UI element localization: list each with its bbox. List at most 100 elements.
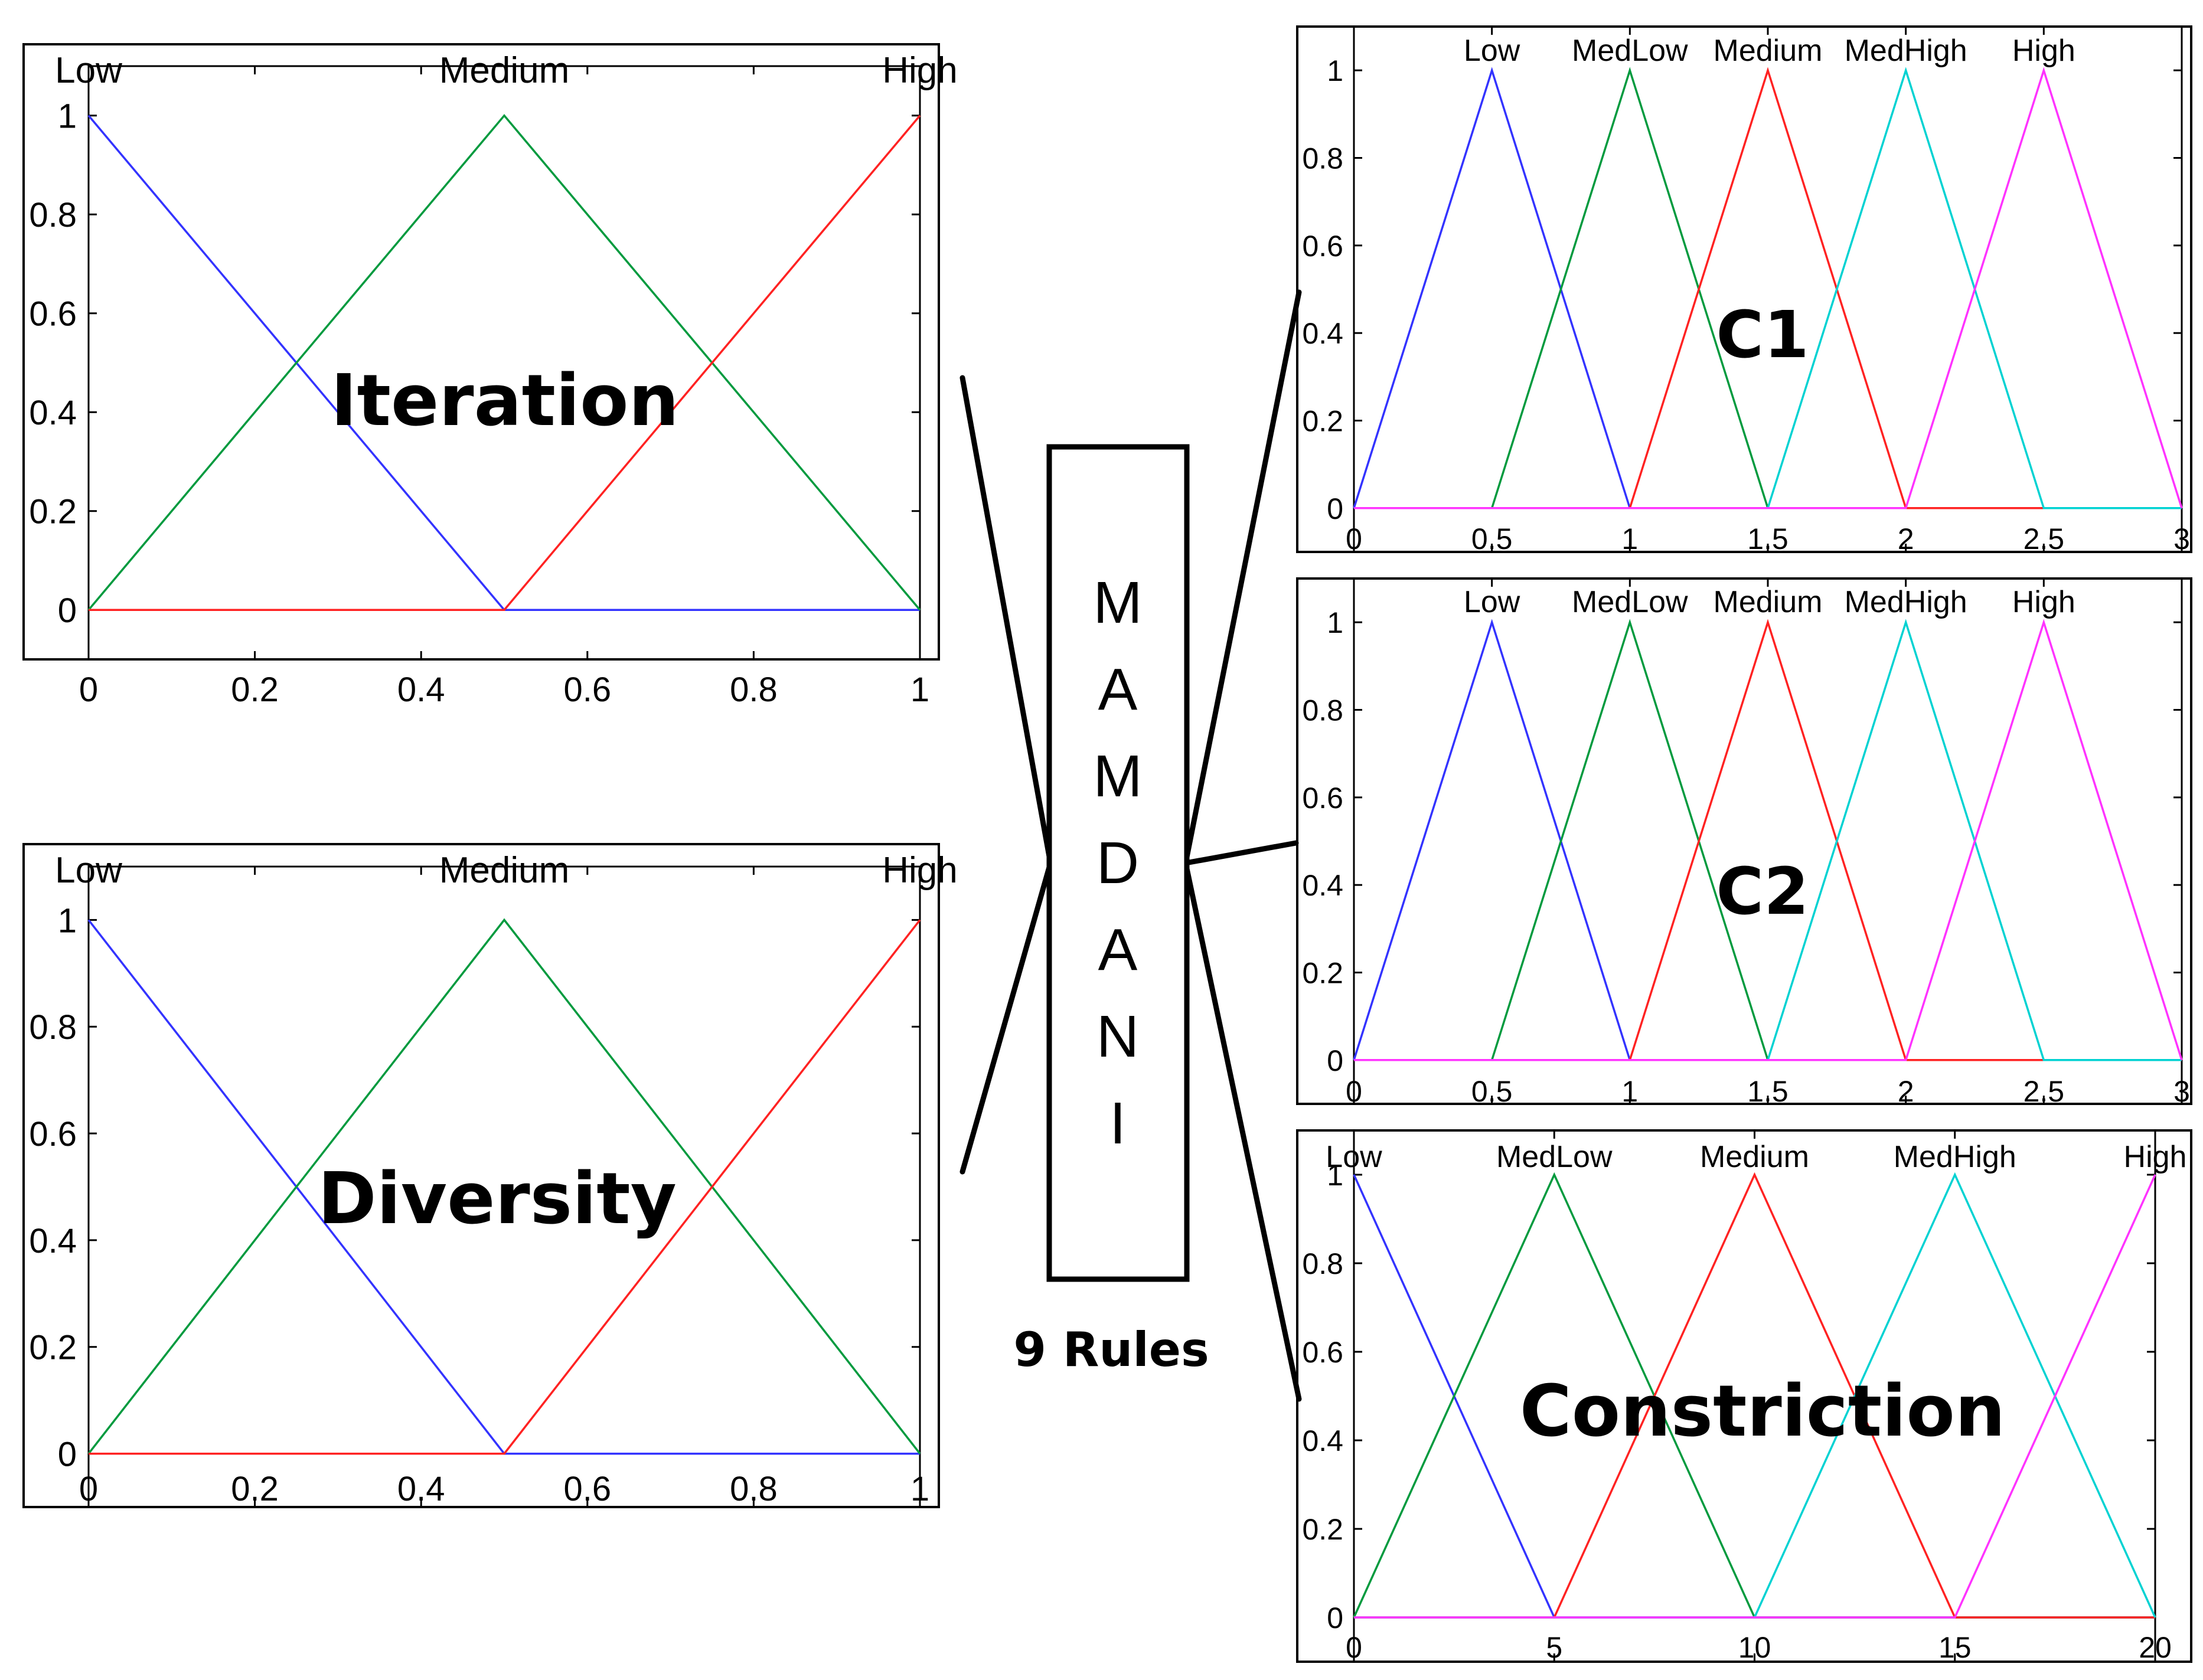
mamdani-letter: I xyxy=(1109,1090,1126,1156)
y-tick-label: 1 xyxy=(58,901,77,940)
series-high xyxy=(89,115,921,612)
y-tick-label: 0.2 xyxy=(29,1329,77,1367)
x-tick-label: 0.6 xyxy=(563,671,611,709)
x-tick-label: 20 xyxy=(2139,1631,2172,1664)
x-tick-label: 3 xyxy=(2173,1075,2190,1108)
connector-line xyxy=(1183,840,1299,866)
x-tick-label: 1.5 xyxy=(1747,1075,1788,1108)
mf-label-high: High xyxy=(882,850,958,891)
mf-label-medhigh: MedHigh xyxy=(1894,1140,2016,1174)
mf-label-high: High xyxy=(2124,1140,2187,1174)
mf-label-low: Low xyxy=(55,850,122,891)
connector-lines xyxy=(959,289,1302,1402)
y-tick-label: 1 xyxy=(1327,54,1343,87)
x-tick-label: 1.5 xyxy=(1747,522,1788,555)
y-tick-label: 0.6 xyxy=(29,295,77,334)
x-tick-label: 0 xyxy=(79,1470,98,1508)
mamdani-letter: N xyxy=(1096,1004,1139,1070)
mf-label-low: Low xyxy=(1326,1140,1382,1174)
x-tick-label: 1 xyxy=(1621,1075,1638,1108)
y-tick-label: 0.8 xyxy=(1302,1247,1343,1280)
x-tick-label: 2.5 xyxy=(2024,522,2065,555)
chart-frame xyxy=(22,43,940,661)
x-tick-label: 5 xyxy=(1546,1631,1562,1664)
mf-label-medium: Medium xyxy=(1714,585,1823,619)
y-tick-label: 0.4 xyxy=(1302,317,1343,350)
x-tick-label: 0 xyxy=(1346,522,1362,555)
y-tick-label: 0.4 xyxy=(29,1222,77,1260)
mamdani-letter: M xyxy=(1093,743,1142,809)
chart-title: Constriction xyxy=(1520,1371,2006,1453)
y-tick-label: 0.6 xyxy=(29,1115,77,1153)
series-high xyxy=(1354,1174,2156,1619)
series-medium xyxy=(87,918,921,1455)
chart-frame xyxy=(1296,577,2192,1105)
x-tick-label: 0.2 xyxy=(231,1470,279,1508)
mf-label-medium: Medium xyxy=(439,850,570,891)
chart-title: Iteration xyxy=(331,360,679,442)
chart-frame xyxy=(22,843,940,1508)
x-tick-label: 1 xyxy=(1621,522,1638,555)
mf-label-medlow: MedLow xyxy=(1496,1140,1613,1174)
x-tick-label: 0.5 xyxy=(1471,522,1513,555)
x-tick-label: 2 xyxy=(1898,522,1914,555)
y-tick-label: 1 xyxy=(58,97,77,136)
mamdani-letter: A xyxy=(1098,656,1138,723)
mamdani-letter: A xyxy=(1098,917,1138,983)
rules-caption: 9 Rules xyxy=(1013,1322,1209,1377)
x-tick-label: 2 xyxy=(1898,1075,1914,1108)
y-tick-label: 0.6 xyxy=(1302,782,1343,815)
x-tick-label: 0.8 xyxy=(730,1470,778,1508)
y-tick-label: 0.6 xyxy=(1302,1336,1343,1369)
x-tick-label: 0.4 xyxy=(397,1470,445,1508)
y-tick-label: 0.4 xyxy=(1302,869,1343,902)
y-tick-label: 0 xyxy=(58,1435,77,1473)
x-tick-label: 0.4 xyxy=(397,671,445,709)
mf-label-high: High xyxy=(2012,34,2075,68)
mf-label-medium: Medium xyxy=(1714,34,1823,68)
mf-label-medlow: MedLow xyxy=(1572,585,1688,619)
y-tick-label: 0 xyxy=(58,591,77,630)
x-tick-label: 15 xyxy=(1938,1631,1972,1664)
y-tick-label: 0.8 xyxy=(29,1008,77,1047)
chart-title: Diversity xyxy=(318,1158,677,1240)
mf-label-high: High xyxy=(2012,585,2075,619)
mf-label-low: Low xyxy=(1464,585,1520,619)
y-tick-label: 0.4 xyxy=(1302,1424,1343,1457)
y-tick-label: 0.4 xyxy=(29,394,77,432)
series-high xyxy=(89,919,921,1455)
x-tick-label: 1 xyxy=(910,1470,929,1508)
x-tick-label: 0 xyxy=(79,671,98,709)
mf-label-medium: Medium xyxy=(1700,1140,1809,1174)
y-tick-label: 0.8 xyxy=(1302,694,1343,727)
connector-line xyxy=(959,860,1053,1175)
x-tick-label: 0.2 xyxy=(231,671,279,709)
x-tick-label: 3 xyxy=(2173,522,2190,555)
y-tick-label: 0.2 xyxy=(1302,405,1343,438)
mf-label-medium: Medium xyxy=(439,50,570,91)
mf-label-high: High xyxy=(882,50,958,91)
x-tick-label: 1 xyxy=(910,671,929,709)
plot-area xyxy=(87,865,921,1508)
x-tick-label: 0 xyxy=(1346,1075,1362,1108)
chart-title: C2 xyxy=(1716,854,1809,929)
y-tick-label: 0 xyxy=(1327,1601,1343,1635)
mf-label-low: Low xyxy=(1464,34,1520,68)
chart-title: C1 xyxy=(1716,297,1809,372)
y-tick-label: 0.2 xyxy=(1302,957,1343,990)
x-tick-label: 0.8 xyxy=(730,671,778,709)
mf-label-low: Low xyxy=(55,50,122,91)
x-tick-label: 10 xyxy=(1738,1631,1771,1664)
x-tick-label: 0.5 xyxy=(1471,1075,1513,1108)
connector-line xyxy=(959,375,1053,866)
connector-line xyxy=(1183,289,1302,866)
y-tick-label: 0.8 xyxy=(1302,142,1343,175)
mamdani-letter: M xyxy=(1093,570,1142,636)
y-tick-label: 0.8 xyxy=(29,196,77,234)
